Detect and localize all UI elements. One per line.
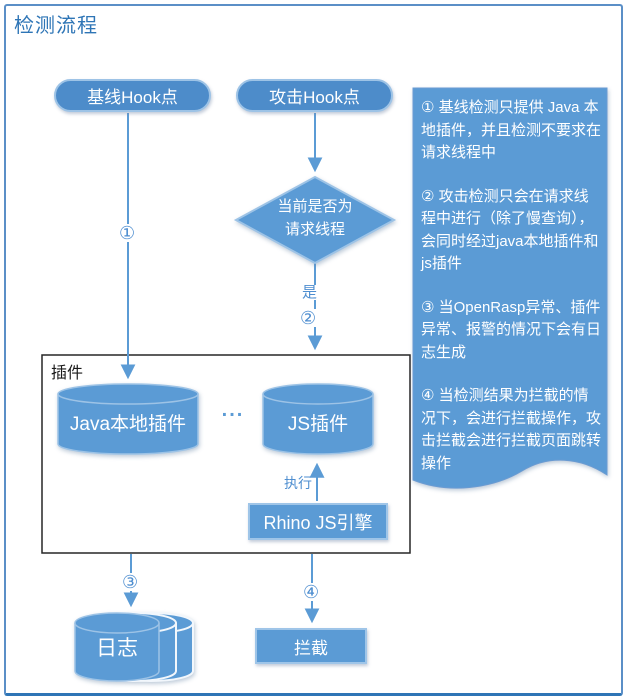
note-item-1: ① 基线检测只提供 Java 本地插件，并且检测不要求在请求线程中 [421, 99, 602, 161]
execute-label: 执行 [284, 475, 312, 491]
rhino-engine-node: Rhino JS引擎 [248, 503, 388, 540]
step2-badge: ② [299, 308, 318, 328]
log-label: 日志 [96, 637, 138, 660]
note-item-4: ④ 当检测结果为拦截的情况下，会进行拦截操作，攻击拦截会进行拦截页面跳转操作 [421, 387, 602, 472]
attack-hook-label: 攻击Hook点 [269, 88, 360, 107]
note-item-2: ② 攻击检测只会在请求线程中进行（除了慢查询），会同时经过java本地插件和js… [421, 187, 599, 273]
notes-panel: ① 基线检测只提供 Java 本地插件，并且检测不要求在请求线程中 ② 攻击检测… [421, 97, 601, 496]
block-node: 拦截 [255, 628, 367, 664]
note-item-3: ③ 当OpenRasp异常、插件异常、报警的情况下会有日志生成 [421, 298, 602, 361]
rhino-engine-label: Rhino JS引擎 [263, 512, 373, 533]
baseline-hook-label: 基线Hook点 [87, 88, 178, 107]
plugin-box-label: 插件 [51, 365, 84, 382]
yes-label: 是 [300, 284, 320, 301]
decision-label: 当前是否为 请求线程 [277, 198, 353, 238]
step4-badge: ④ [302, 582, 321, 602]
attack-hook-node: 攻击Hook点 [236, 79, 393, 112]
step3-badge: ③ [121, 572, 140, 592]
ellipsis-label: ... [221, 399, 245, 421]
java-plugin-label: Java本地插件 [69, 414, 187, 435]
js-plugin-label: JS插件 [287, 414, 349, 435]
baseline-hook-node: 基线Hook点 [54, 79, 211, 112]
step1-badge: ① [118, 223, 137, 243]
page-title: 检测流程 [14, 15, 98, 37]
block-label: 拦截 [294, 638, 328, 658]
